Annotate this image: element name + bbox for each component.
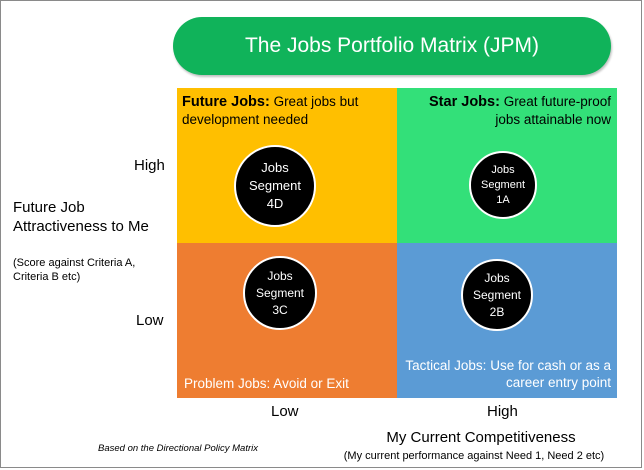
segment-1a-circle: Jobs Segment 1A (469, 151, 537, 219)
tactical-jobs-description: Use for cash or as a career entry point (486, 358, 611, 390)
segment-4d-circle: Jobs Segment 4D (234, 145, 316, 227)
y-axis-low-label: Low (136, 312, 164, 329)
future-jobs-text: Future Jobs: Great jobs but development … (182, 93, 392, 128)
problem-jobs-heading: Problem Jobs: (184, 376, 271, 391)
segment-1a-line3: 1A (496, 193, 510, 206)
x-axis-subtitle: (My current performance against Need 1, … (343, 450, 605, 462)
diagram-title: The Jobs Portfolio Matrix (JPM) (173, 17, 611, 75)
segment-3c-line3: 3C (272, 302, 288, 317)
y-axis-high-label: High (134, 157, 165, 174)
segment-4d-line2: Segment (248, 178, 302, 193)
segment-4d-line3: 4D (266, 196, 284, 211)
x-axis-high-label: High (487, 403, 518, 420)
x-axis-title: My Current Competitiveness (386, 429, 576, 446)
tactical-jobs-heading: Tactical Jobs: (405, 358, 487, 373)
footnote: Based on the Directional Policy Matrix (98, 443, 258, 454)
problem-jobs-description: Avoid or Exit (270, 376, 349, 391)
tactical-jobs-text: Tactical Jobs: Use for cash or as a care… (401, 357, 611, 391)
segment-1a-line2: Segment (480, 178, 526, 191)
segment-3c-line1: Jobs (267, 268, 293, 283)
segment-2b-line2: Segment (472, 287, 522, 302)
segment-2b-circle: Jobs Segment 2B (461, 259, 533, 331)
segment-1a-line1: Jobs (491, 163, 515, 176)
segment-2b-line3: 2B (489, 304, 505, 319)
future-jobs-description: Great jobs but development needed (182, 94, 359, 127)
segment-2b-line1: Jobs (484, 270, 510, 285)
problem-jobs-text: Problem Jobs: Avoid or Exit (184, 375, 394, 392)
segment-4d-line1: Jobs (261, 160, 289, 175)
future-jobs-heading: Future Jobs: (182, 94, 270, 110)
segment-3c-circle: Jobs Segment 3C (243, 256, 317, 330)
segment-3c-line2: Segment (255, 285, 305, 300)
y-axis-subtitle: (Score against Criteria A, Criteria B et… (13, 257, 136, 283)
star-jobs-description: Great future-proof jobs attainable now (495, 94, 611, 127)
x-axis-low-label: Low (271, 403, 299, 420)
star-jobs-heading: Star Jobs: (429, 94, 500, 110)
star-jobs-text: Star Jobs: Great future-proof jobs attai… (403, 93, 611, 128)
y-axis-title: Future Job Attractiveness to Me (13, 199, 149, 235)
